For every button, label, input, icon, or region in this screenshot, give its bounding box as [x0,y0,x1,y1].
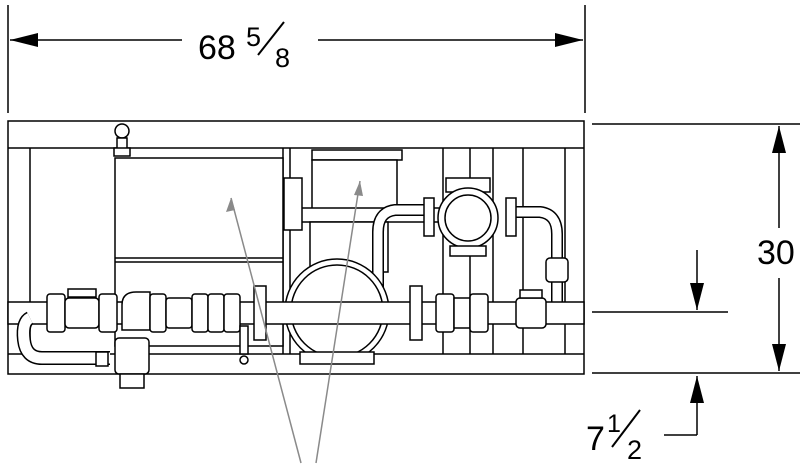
pipe-height-denominator: 2 [627,435,642,465]
leader-arrowhead [354,181,363,196]
pipe-arrowhead-bottom [690,376,704,403]
pipe-height-whole: 7 [586,420,605,458]
pump-flange-right [505,197,517,237]
pipe-height-label: 7 1 2 [586,409,642,465]
union-fitting [435,293,455,333]
pipe-height-numerator: 1 [607,410,621,438]
union-fitting [149,293,167,333]
pipe-fittings [46,285,547,389]
pipe-coupling [253,285,267,341]
width-denominator: 8 [275,43,290,73]
pump-valve [545,257,569,283]
tee-elbow [121,291,151,331]
pipe-height-dimension [592,250,728,436]
gauge-base [113,147,131,157]
valve-handle [67,288,97,298]
width-label: 68 5 8 [198,21,290,73]
union-fitting [207,293,225,333]
width-arrowhead-left [10,33,38,47]
pipe-coupling [409,285,423,341]
leader-line-tank [230,197,302,464]
union-fitting [191,293,209,333]
union-fitting [98,293,118,333]
union-fitting [469,293,489,333]
valve-body [515,297,547,329]
valve-body [64,297,100,329]
drain-plug [239,355,249,365]
strainer-fitting [165,297,193,329]
drain-valve-cap [119,373,145,389]
drain-valve [114,337,150,375]
pipe-arrowhead-top [690,283,704,310]
height-arrowhead-bottom [772,344,786,371]
bypass-pipe-inner [18,313,110,364]
width-fraction-bar [257,21,285,56]
pipe-fraction-bar [611,409,641,448]
pump-foot [449,245,487,257]
check-valve [453,297,471,329]
height-arrowhead-top [772,126,786,153]
pump-assembly [372,177,569,302]
bypass-fitting [95,351,109,367]
width-numerator: 5 [246,22,261,52]
flow-meter-base [299,351,375,365]
pump-discharge-pipe-inner [515,207,562,302]
drain-stem [239,325,249,355]
bypass-pipe [16,311,110,365]
pump-volute-inner [444,194,492,242]
callout-leaders [226,180,363,464]
pump-flange-left [423,197,435,237]
width-arrowhead-right [555,33,583,47]
valve-handle [519,289,543,299]
leader-arrowhead [226,198,235,212]
height-label: 30 [757,234,795,272]
leader-line-strainer [315,180,361,464]
strainer-top-cap [311,149,403,161]
union-fitting [223,293,241,333]
width-whole: 68 [198,29,236,67]
gauge-icon [114,123,130,139]
width-dimension [7,5,586,113]
side-fitting [283,177,303,231]
pump-supply-pipe-inner [373,205,425,300]
height-dimension [592,123,800,374]
union-fitting [46,293,66,333]
